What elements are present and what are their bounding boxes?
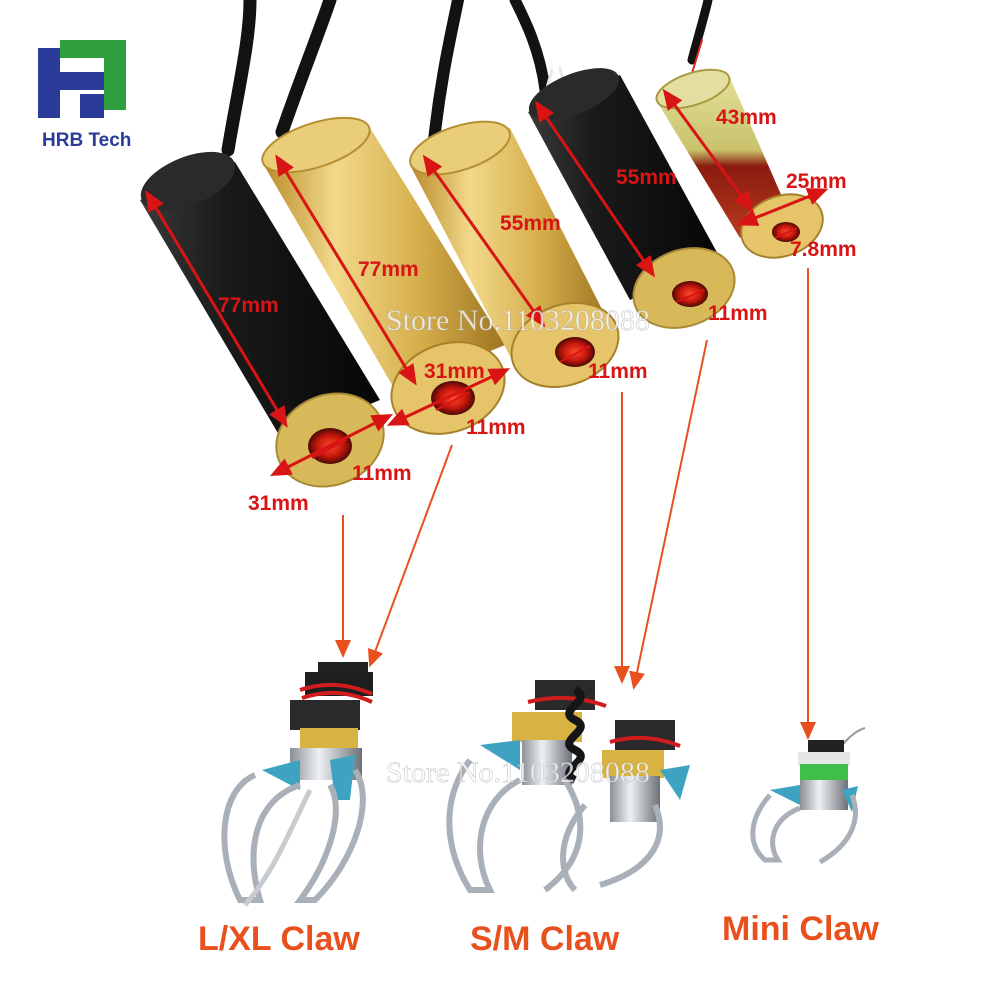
- claw-mini: [750, 727, 866, 865]
- logo-left-bar: [38, 48, 60, 118]
- coil-3-length-label: 55mm: [500, 212, 561, 235]
- logo-right-bar: [104, 40, 126, 110]
- caption-mini-claw: Mini Claw: [722, 910, 879, 948]
- coil-5-length-label: 43mm: [716, 106, 777, 129]
- dimension-lines: [145, 88, 829, 477]
- brand-logo: HRB Tech: [38, 40, 131, 151]
- coil-2-length-label: 77mm: [358, 258, 419, 281]
- coil-2-diameter-label: 31mm: [424, 360, 485, 383]
- claw-lxl: [221, 662, 373, 907]
- dimension-labels: 77mm 31mm 11mm 77mm 31mm 11mm 55mm 11mm …: [218, 106, 857, 515]
- pointer-arrows: [335, 268, 816, 740]
- coil-2-bore-label: 11mm: [466, 416, 526, 439]
- watermark-bottom: Store No.1103208088: [386, 756, 650, 789]
- claw-sm: [446, 680, 690, 893]
- coil-1-diameter-label: 31mm: [248, 492, 309, 515]
- watermark-top: Store No.1103208088: [386, 304, 650, 337]
- coil-4-bore-label: 11mm: [708, 302, 768, 325]
- coil-5-bore-label: 7.8mm: [790, 238, 857, 261]
- brand-name: HRB Tech: [42, 130, 131, 151]
- coil-3-bore-label: 11mm: [588, 360, 648, 383]
- coil-1-length-label: 77mm: [218, 294, 279, 317]
- caption-sm-claw: S/M Claw: [470, 920, 620, 958]
- coil-1-bore-label: 11mm: [352, 462, 412, 485]
- caption-lxl-claw: L/XL Claw: [198, 920, 360, 958]
- coil-4-length-label: 55mm: [616, 166, 677, 189]
- coil-5-diameter-label: 25mm: [786, 170, 847, 193]
